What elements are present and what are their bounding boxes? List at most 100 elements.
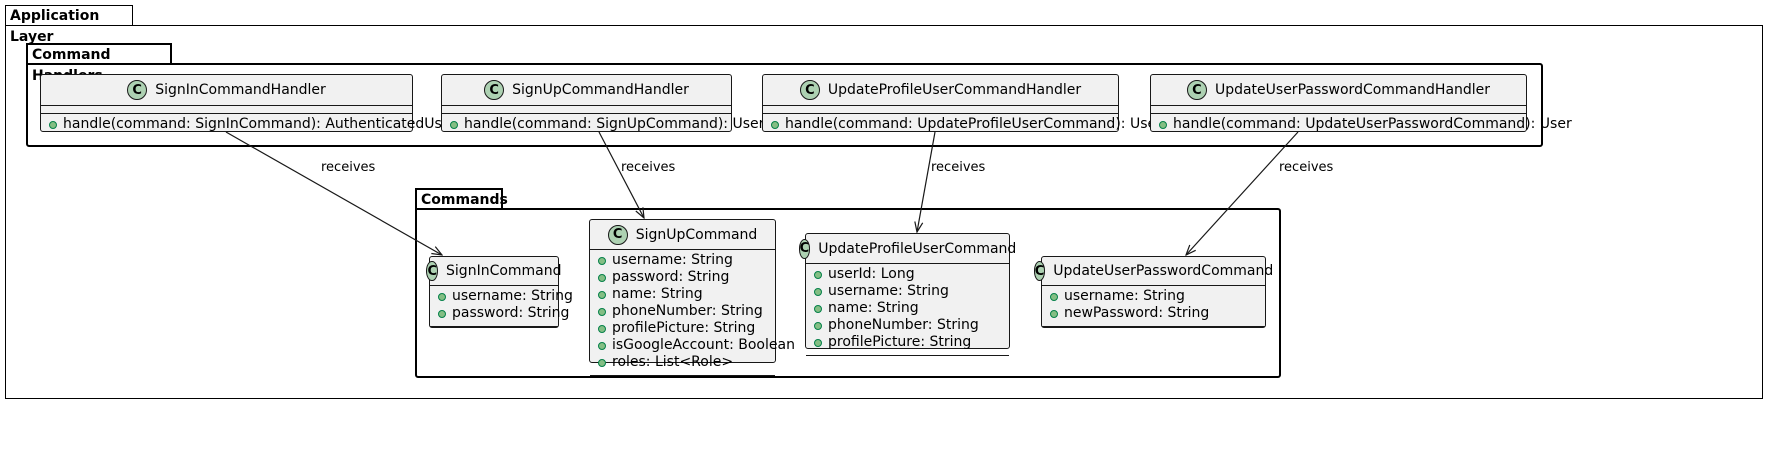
method-text: handle(command: SignUpCommand): User xyxy=(464,116,765,132)
class-method: handle(command: UpdateUserPasswordComman… xyxy=(1159,116,1572,133)
class-name: SignUpCommandHandler xyxy=(512,82,689,98)
public-visibility-icon xyxy=(814,287,822,296)
class-name: UpdateProfileUserCommandHandler xyxy=(827,82,1082,98)
class-update-profile-user-command[interactable]: C UpdateProfileUserCommand userId: Long … xyxy=(798,233,1016,356)
class-method: handle(command: SignUpCommand): User xyxy=(450,116,764,133)
relation-label: receives xyxy=(621,160,676,175)
public-visibility-icon xyxy=(598,290,606,299)
class-attribute: phoneNumber: String xyxy=(814,317,1001,334)
attribute-text: isGoogleAccount: Boolean xyxy=(612,337,795,353)
package-application-layer xyxy=(5,25,1763,399)
public-visibility-icon xyxy=(771,120,779,129)
class-methods: handle(command: SignInCommand): Authenti… xyxy=(41,114,456,135)
class-update-profile-user-command-handler[interactable]: C UpdateProfileUserCommandHandler handle… xyxy=(762,74,1162,135)
public-visibility-icon xyxy=(49,120,57,129)
attribute-text: password: String xyxy=(612,269,730,285)
class-attribute: password: String xyxy=(438,305,569,322)
public-visibility-icon xyxy=(598,307,606,316)
class-header: C SignInCommand xyxy=(426,257,562,286)
public-visibility-icon xyxy=(598,273,606,282)
class-attribute: username: String xyxy=(1050,288,1257,305)
relation-arrow xyxy=(598,131,644,218)
package-commands-tab: Commands xyxy=(415,188,508,209)
public-visibility-icon xyxy=(814,321,822,330)
relation-arrow xyxy=(917,131,936,232)
class-attribute: username: String xyxy=(598,252,767,269)
class-method: handle(command: UpdateProfileUserCommand… xyxy=(771,116,1162,133)
attribute-text: name: String xyxy=(612,286,703,302)
class-signup-command-handler[interactable]: C SignUpCommandHandler handle(command: S… xyxy=(441,74,764,135)
attribute-text: profilePicture: String xyxy=(828,334,972,350)
class-c-icon: C xyxy=(799,80,820,100)
package-application-layer-tab: Application Layer xyxy=(5,5,133,45)
package-command-handlers xyxy=(26,63,1543,147)
class-header: C UpdateProfileUserCommandHandler xyxy=(763,75,1118,106)
public-visibility-icon xyxy=(1050,309,1058,318)
public-visibility-icon xyxy=(598,324,606,333)
class-header: C UpdateUserPasswordCommand xyxy=(1033,257,1273,286)
package-commands xyxy=(415,208,1281,378)
class-c-icon: C xyxy=(607,224,628,245)
public-visibility-icon xyxy=(438,292,446,301)
class-name: UpdateUserPasswordCommandHandler xyxy=(1214,82,1491,98)
class-update-user-password-command-handler[interactable]: C UpdateUserPasswordCommandHandler handl… xyxy=(1150,74,1572,135)
class-header: C SignInCommandHandler xyxy=(41,75,412,106)
class-c-icon: C xyxy=(1033,261,1046,281)
class-signin-command[interactable]: C SignInCommand username: String passwor… xyxy=(426,256,573,328)
public-visibility-icon xyxy=(1050,292,1058,301)
class-header: C UpdateUserPasswordCommandHandler xyxy=(1151,75,1526,106)
class-attributes xyxy=(41,106,412,114)
public-visibility-icon xyxy=(598,358,606,367)
class-attribute: newPassword: String xyxy=(1050,305,1257,322)
class-attributes: username: String password: String xyxy=(430,286,573,327)
class-name: UpdateProfileUserCommand xyxy=(818,240,1017,257)
attribute-text: phoneNumber: String xyxy=(612,303,763,319)
method-text: handle(command: UpdateUserPasswordComman… xyxy=(1173,116,1572,132)
package-title: Application Layer xyxy=(10,8,100,45)
public-visibility-icon xyxy=(814,304,822,313)
class-signin-command-handler[interactable]: C SignInCommandHandler handle(command: S… xyxy=(40,74,456,135)
relation-label: receives xyxy=(1279,160,1334,175)
class-c-icon: C xyxy=(426,261,439,281)
public-visibility-icon xyxy=(1159,120,1167,129)
class-methods: handle(command: UpdateUserPasswordComman… xyxy=(1151,114,1572,135)
class-signup-command[interactable]: C SignUpCommand username: String passwor… xyxy=(589,219,795,376)
relation-arrow xyxy=(225,131,442,255)
class-attributes: username: String password: String name: … xyxy=(590,250,795,376)
attribute-text: userId: Long xyxy=(828,266,915,282)
attribute-text: password: String xyxy=(452,305,570,321)
class-attribute: username: String xyxy=(438,288,573,305)
method-text: handle(command: UpdateProfileUserCommand… xyxy=(785,116,1162,132)
class-name: UpdateUserPasswordCommand xyxy=(1053,263,1274,279)
class-attributes: userId: Long username: String name: Stri… xyxy=(806,264,1009,356)
class-attributes xyxy=(763,106,1118,114)
class-attribute: profilePicture: String xyxy=(814,334,1001,351)
class-attribute: username: String xyxy=(814,283,1001,300)
class-methods: handle(command: UpdateProfileUserCommand… xyxy=(763,114,1162,135)
attribute-text: name: String xyxy=(828,300,919,316)
class-c-icon: C xyxy=(127,80,148,100)
class-c-icon: C xyxy=(484,80,505,100)
public-visibility-icon xyxy=(814,270,822,279)
class-attribute: roles: List<Role> xyxy=(598,354,767,371)
class-attributes xyxy=(442,106,731,114)
class-attribute: profilePicture: String xyxy=(598,320,767,337)
relation-label: receives xyxy=(931,160,986,175)
class-attribute: name: String xyxy=(598,286,767,303)
class-method: handle(command: SignInCommand): Authenti… xyxy=(49,116,456,133)
attribute-text: phoneNumber: String xyxy=(828,317,979,333)
class-attribute: userId: Long xyxy=(814,266,1001,283)
attribute-text: username: String xyxy=(452,288,573,304)
class-methods: handle(command: SignUpCommand): User xyxy=(442,114,764,135)
public-visibility-icon xyxy=(814,338,822,347)
class-update-user-password-command[interactable]: C UpdateUserPasswordCommand username: St… xyxy=(1033,256,1273,328)
attribute-text: username: String xyxy=(1064,288,1185,304)
relation-label: receives xyxy=(321,160,376,175)
package-title: Commands xyxy=(421,192,508,208)
class-attribute: phoneNumber: String xyxy=(598,303,767,320)
class-c-icon: C xyxy=(798,238,811,259)
class-name: SignInCommand xyxy=(446,263,562,279)
class-header: C SignUpCommandHandler xyxy=(442,75,731,106)
method-text: handle(command: SignInCommand): Authenti… xyxy=(63,116,457,132)
